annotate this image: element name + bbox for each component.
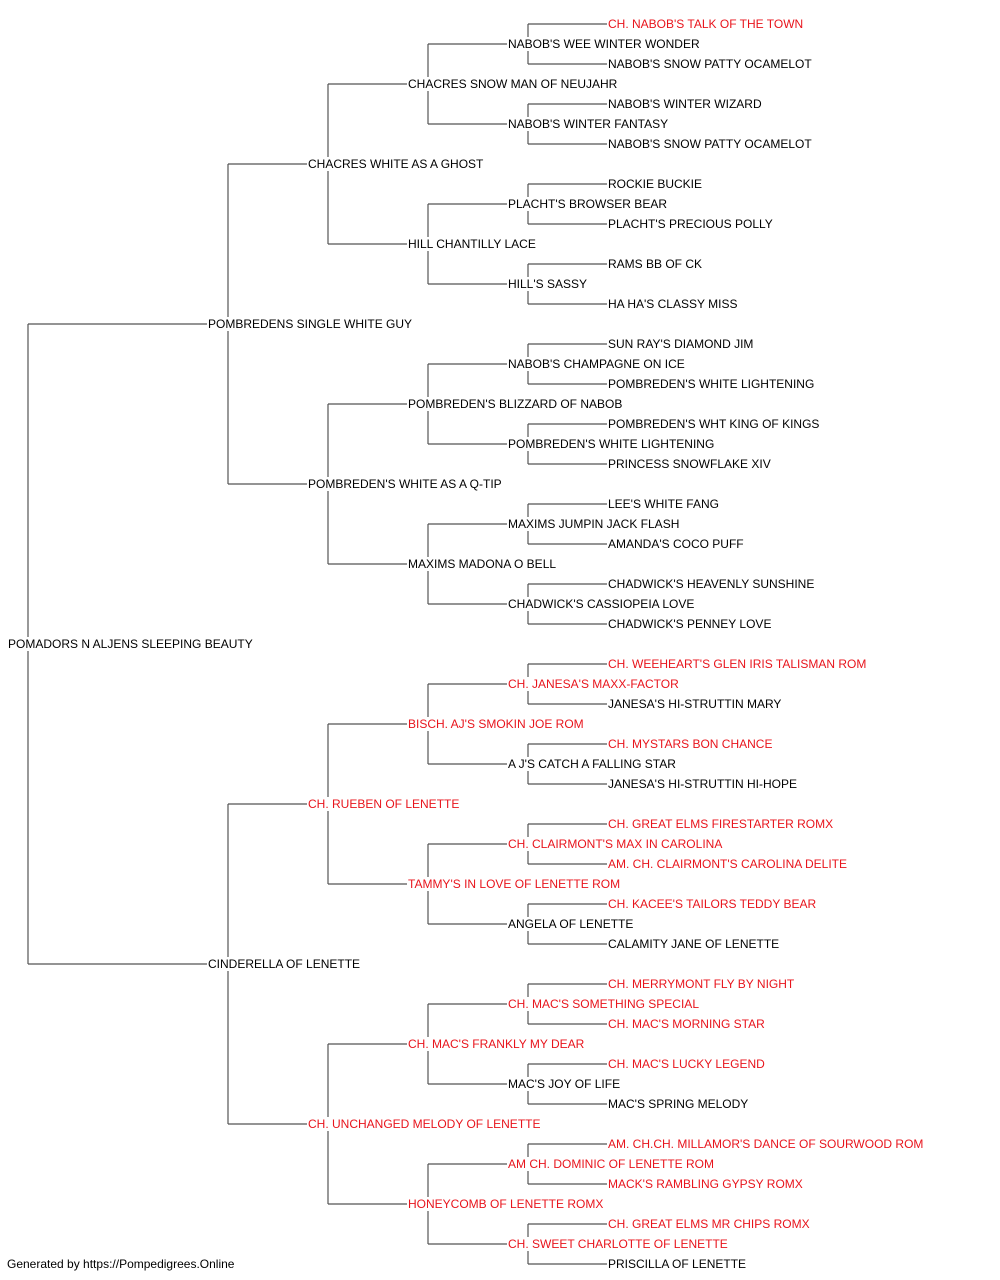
gen3-sire-name: POMBREDEN'S BLIZZARD OF NABOB [407, 397, 624, 411]
gen1-dam-name: CINDERELLA OF LENETTE [207, 957, 362, 971]
gen5-sire-name: CH. GREAT ELMS FIRESTARTER ROMX [607, 817, 835, 831]
gen5-dam-name: PRISCILLA OF LENETTE [607, 1257, 748, 1271]
gen4-sire-name: CH. CLAIRMONT'S MAX IN CAROLINA [507, 837, 724, 851]
gen5-dam-name: HA HA'S CLASSY MISS [607, 297, 739, 311]
gen4-sire-name: AM CH. DOMINIC OF LENETTE ROM [507, 1157, 716, 1171]
gen5-sire-name: CHADWICK'S HEAVENLY SUNSHINE [607, 577, 816, 591]
gen1-sire-name: POMBREDENS SINGLE WHITE GUY [207, 317, 414, 331]
subject-dog-name: POMADORS N ALJENS SLEEPING BEAUTY [7, 637, 254, 651]
gen5-sire-name: POMBREDEN'S WHT KING OF KINGS [607, 417, 821, 431]
gen5-sire-name: CH. GREAT ELMS MR CHIPS ROMX [607, 1217, 811, 1231]
gen4-dam-name: POMBREDEN'S WHITE LIGHTENING [507, 437, 716, 451]
gen4-sire-name: CH. JANESA'S MAXX-FACTOR [507, 677, 680, 691]
gen3-sire-name: BISCH. AJ'S SMOKIN JOE ROM [407, 717, 585, 731]
gen5-dam-name: POMBREDEN'S WHITE LIGHTENING [607, 377, 816, 391]
gen4-dam-name: ANGELA OF LENETTE [507, 917, 635, 931]
gen5-sire-name: CH. KACEE'S TAILORS TEDDY BEAR [607, 897, 818, 911]
gen5-dam-name: NABOB'S SNOW PATTY OCAMELOT [607, 137, 813, 151]
gen5-sire-name: CH. MYSTARS BON CHANCE [607, 737, 774, 751]
gen5-sire-name: CH. MERRYMONT FLY BY NIGHT [607, 977, 796, 991]
footer-credit: Generated by https://Pompedigrees.Online [7, 1257, 235, 1271]
gen2-sire-name: CH. RUEBEN OF LENETTE [307, 797, 461, 811]
gen5-sire-name: CH. WEEHEART'S GLEN IRIS TALISMAN ROM [607, 657, 868, 671]
gen4-dam-name: A J'S CATCH A FALLING STAR [507, 757, 677, 771]
gen5-dam-name: PRINCESS SNOWFLAKE XIV [607, 457, 772, 471]
gen3-dam-name: MAXIMS MADONA O BELL [407, 557, 558, 571]
gen3-sire-name: CH. MAC'S FRANKLY MY DEAR [407, 1037, 586, 1051]
gen5-dam-name: AMANDA'S COCO PUFF [607, 537, 745, 551]
gen5-sire-name: NABOB'S WINTER WIZARD [607, 97, 763, 111]
gen4-sire-name: MAXIMS JUMPIN JACK FLASH [507, 517, 681, 531]
gen2-dam-name: CH. UNCHANGED MELODY OF LENETTE [307, 1117, 542, 1131]
gen4-dam-name: CHADWICK'S CASSIOPEIA LOVE [507, 597, 696, 611]
gen2-dam-name: POMBREDEN'S WHITE AS A Q-TIP [307, 477, 503, 491]
gen5-dam-name: CHADWICK'S PENNEY LOVE [607, 617, 773, 631]
gen5-dam-name: PLACHT'S PRECIOUS POLLY [607, 217, 774, 231]
gen4-dam-name: NABOB'S WINTER FANTASY [507, 117, 670, 131]
gen3-dam-name: TAMMY'S IN LOVE OF LENETTE ROM [407, 877, 622, 891]
gen4-dam-name: HILL'S SASSY [507, 277, 588, 291]
gen5-dam-name: MACK'S RAMBLING GYPSY ROMX [607, 1177, 804, 1191]
gen5-sire-name: CH. MAC'S LUCKY LEGEND [607, 1057, 766, 1071]
gen5-dam-name: NABOB'S SNOW PATTY OCAMELOT [607, 57, 813, 71]
gen3-sire-name: CHACRES SNOW MAN OF NEUJAHR [407, 77, 619, 91]
gen3-dam-name: HONEYCOMB OF LENETTE ROMX [407, 1197, 605, 1211]
gen5-sire-name: ROCKIE BUCKIE [607, 177, 704, 191]
gen5-dam-name: JANESA'S HI-STRUTTIN MARY [607, 697, 783, 711]
gen5-dam-name: CH. MAC'S MORNING STAR [607, 1017, 766, 1031]
gen4-sire-name: PLACHT'S BROWSER BEAR [507, 197, 668, 211]
gen4-sire-name: NABOB'S WEE WINTER WONDER [507, 37, 701, 51]
gen2-sire-name: CHACRES WHITE AS A GHOST [307, 157, 485, 171]
gen3-dam-name: HILL CHANTILLY LACE [407, 237, 537, 251]
gen5-sire-name: LEE'S WHITE FANG [607, 497, 720, 511]
gen5-sire-name: AM. CH.CH. MILLAMOR'S DANCE OF SOURWOOD … [607, 1137, 925, 1151]
gen5-dam-name: AM. CH. CLAIRMONT'S CAROLINA DELITE [607, 857, 848, 871]
gen4-dam-name: MAC'S JOY OF LIFE [507, 1077, 622, 1091]
gen5-sire-name: CH. NABOB'S TALK OF THE TOWN [607, 17, 805, 31]
gen4-dam-name: CH. SWEET CHARLOTTE OF LENETTE [507, 1237, 729, 1251]
gen5-sire-name: SUN RAY'S DIAMOND JIM [607, 337, 755, 351]
gen5-dam-name: MAC'S SPRING MELODY [607, 1097, 750, 1111]
gen4-sire-name: NABOB'S CHAMPAGNE ON ICE [507, 357, 686, 371]
gen4-sire-name: CH. MAC'S SOMETHING SPECIAL [507, 997, 700, 1011]
gen5-dam-name: JANESA'S HI-STRUTTIN HI-HOPE [607, 777, 798, 791]
gen5-sire-name: RAMS BB OF CK [607, 257, 704, 271]
gen5-dam-name: CALAMITY JANE OF LENETTE [607, 937, 781, 951]
